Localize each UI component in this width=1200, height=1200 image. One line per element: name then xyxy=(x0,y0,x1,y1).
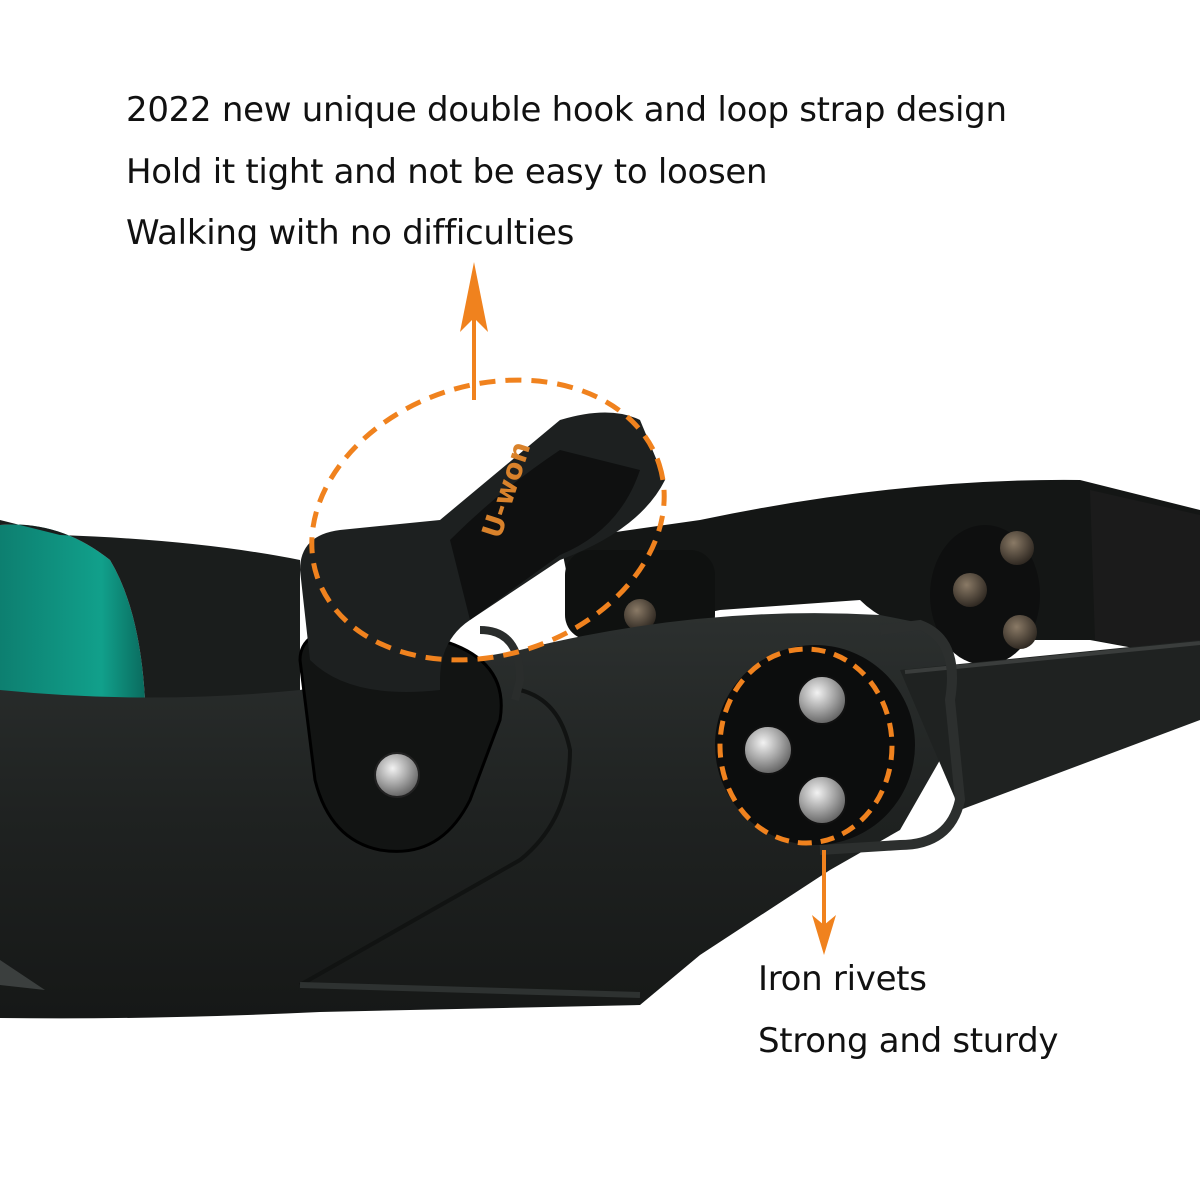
strap-caption-line-3: Walking with no difficulties xyxy=(126,213,575,253)
rivet-callout-ring xyxy=(717,646,895,846)
rivet xyxy=(797,675,847,725)
foot-pocket-rim xyxy=(0,520,300,700)
d-ring xyxy=(479,626,525,701)
rivet-caption-line-1: Iron rivets xyxy=(758,959,927,999)
back-strap xyxy=(560,479,1200,660)
back-rivet xyxy=(1003,615,1037,649)
fin-ridge xyxy=(299,688,573,987)
d-ring-rear xyxy=(819,619,966,855)
fin-ridge-bottom xyxy=(299,982,641,998)
heel-strap xyxy=(900,640,1200,810)
back-strap-velcro xyxy=(1090,490,1200,660)
back-rivet xyxy=(624,599,656,631)
arrow-down-icon xyxy=(812,915,836,955)
strap-caption-line-1: 2022 new unique double hook and loop str… xyxy=(126,90,1007,130)
strap-callout-ring xyxy=(309,377,667,663)
rivet-caption-line-2: Strong and sturdy xyxy=(758,1021,1059,1061)
rivet-plate xyxy=(715,645,915,845)
strap-velcro-inner xyxy=(450,450,640,620)
side-rivet xyxy=(374,752,420,798)
arrow-up-icon xyxy=(460,262,488,332)
rivet xyxy=(797,775,847,825)
fin-blade-edge xyxy=(0,960,45,990)
rivet xyxy=(743,725,793,775)
back-rivet xyxy=(953,573,987,607)
back-buckle xyxy=(565,550,715,640)
foot-pocket-interior xyxy=(0,524,145,700)
back-rivet xyxy=(1000,531,1034,565)
strap-caption-line-2: Hold it tight and not be easy to loosen xyxy=(126,152,768,192)
